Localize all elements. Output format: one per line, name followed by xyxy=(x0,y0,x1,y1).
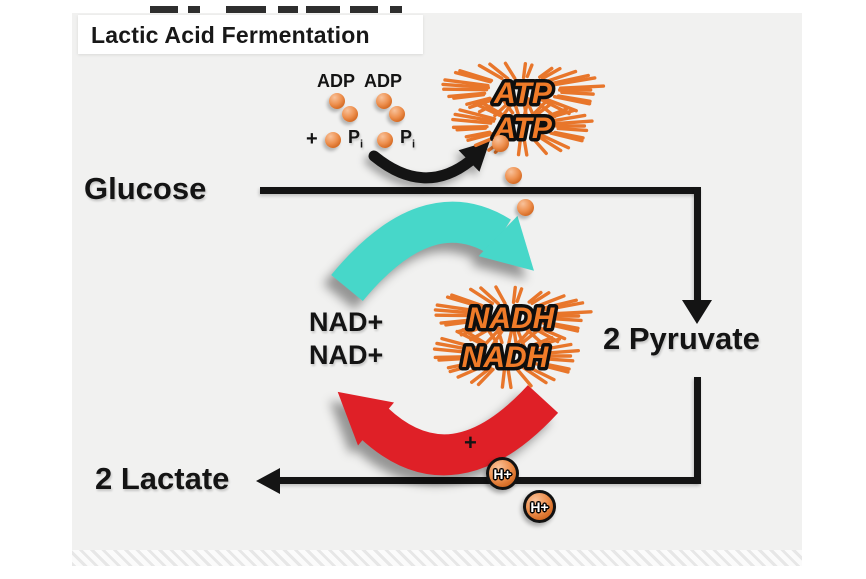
phosphate-ball xyxy=(325,132,341,148)
phosphate-ball xyxy=(342,106,358,122)
pi-label: Pi xyxy=(348,127,364,151)
adp-labels: ADP ADP xyxy=(317,71,402,92)
pi-label: Pi xyxy=(400,127,416,151)
phosphate-ball xyxy=(517,199,534,216)
nadh-label: NADH xyxy=(462,341,550,374)
atp-label: ATP xyxy=(493,77,553,110)
phosphate-ball xyxy=(329,93,345,109)
cropped-text-fragment xyxy=(188,6,200,13)
phosphate-ball xyxy=(377,132,393,148)
glucose-label: Glucose xyxy=(84,171,207,206)
lactate-label: 2 Lactate xyxy=(95,461,230,496)
h-ion-ball: H+ xyxy=(523,490,556,523)
atp-arrowhead-icon xyxy=(458,140,490,172)
phosphate-ball xyxy=(492,135,509,152)
page-title: Lactic Acid Fermentation xyxy=(91,22,370,48)
red-arrowhead-icon xyxy=(337,391,394,446)
phosphate-ball xyxy=(376,93,392,109)
lactate-line-vertical xyxy=(694,377,701,481)
h-ion-label: H+ xyxy=(493,465,512,482)
adp-label: ADP xyxy=(317,71,356,91)
cropped-text-fragment xyxy=(306,6,340,13)
pyruvate-label: 2 Pyruvate xyxy=(603,321,760,356)
pyruvate-line xyxy=(694,187,701,302)
phosphate-ball xyxy=(389,106,405,122)
h-ion-label: H+ xyxy=(530,498,549,515)
nad-label: NAD+ xyxy=(309,340,384,370)
cropped-text-fragment xyxy=(150,6,178,13)
left-arrowhead-icon xyxy=(256,468,280,494)
nadh-burst xyxy=(432,323,580,390)
nad-label: NAD+ xyxy=(309,307,384,337)
cropped-text-fragment xyxy=(226,6,266,13)
teal-cycle-arrow xyxy=(331,201,534,302)
h-ion-ball: H+ xyxy=(486,457,519,490)
cropped-text-fragment xyxy=(390,6,402,13)
nadh-label: NADH xyxy=(468,302,556,335)
atp-burst xyxy=(441,61,606,121)
down-arrowhead-icon xyxy=(682,300,712,324)
cropped-text-fragment xyxy=(350,6,378,13)
plus-sign: + xyxy=(464,430,477,455)
bottom-hatch-strip xyxy=(72,550,802,566)
red-cycle-arrow xyxy=(337,384,559,476)
atp-burst xyxy=(451,96,594,157)
nad-labels: NAD+ NAD+ xyxy=(309,306,383,372)
title-box: Lactic Acid Fermentation xyxy=(78,15,423,54)
adp-label: ADP xyxy=(364,71,403,91)
cropped-text-fragment xyxy=(278,6,298,13)
glucose-line xyxy=(260,187,700,194)
plus-sign: + xyxy=(306,128,318,150)
teal-arrowhead-icon xyxy=(478,215,534,271)
atp-arrow xyxy=(368,140,490,184)
phosphate-ball xyxy=(505,167,522,184)
